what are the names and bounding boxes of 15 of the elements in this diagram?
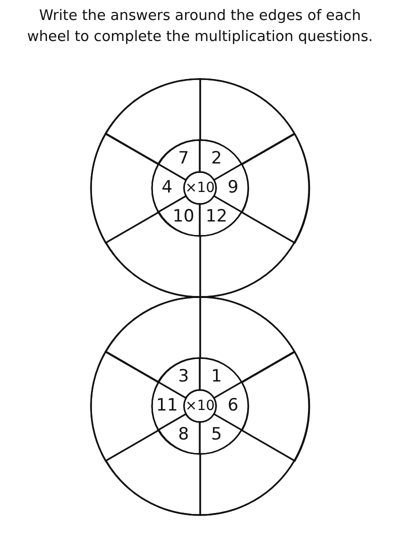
number-label: 8: [178, 426, 189, 444]
number-label: 2: [211, 150, 222, 168]
number-label: 10: [172, 208, 194, 226]
number-label: 11: [156, 398, 178, 414]
number-label: 1: [211, 368, 222, 386]
operation-label: ×10: [185, 181, 215, 195]
number-label: 12: [206, 208, 228, 226]
number-label: 9: [228, 180, 238, 196]
number-label: 7: [178, 150, 189, 168]
operation-label: ×10: [185, 399, 215, 413]
number-label: 5: [211, 426, 222, 444]
number-label: 4: [162, 180, 172, 196]
number-label: 3: [178, 368, 189, 386]
number-label: 6: [228, 398, 238, 414]
instruction-text: Write the answers around the edges of each wheel to complete the multiplication questions.: [26, 7, 374, 47]
